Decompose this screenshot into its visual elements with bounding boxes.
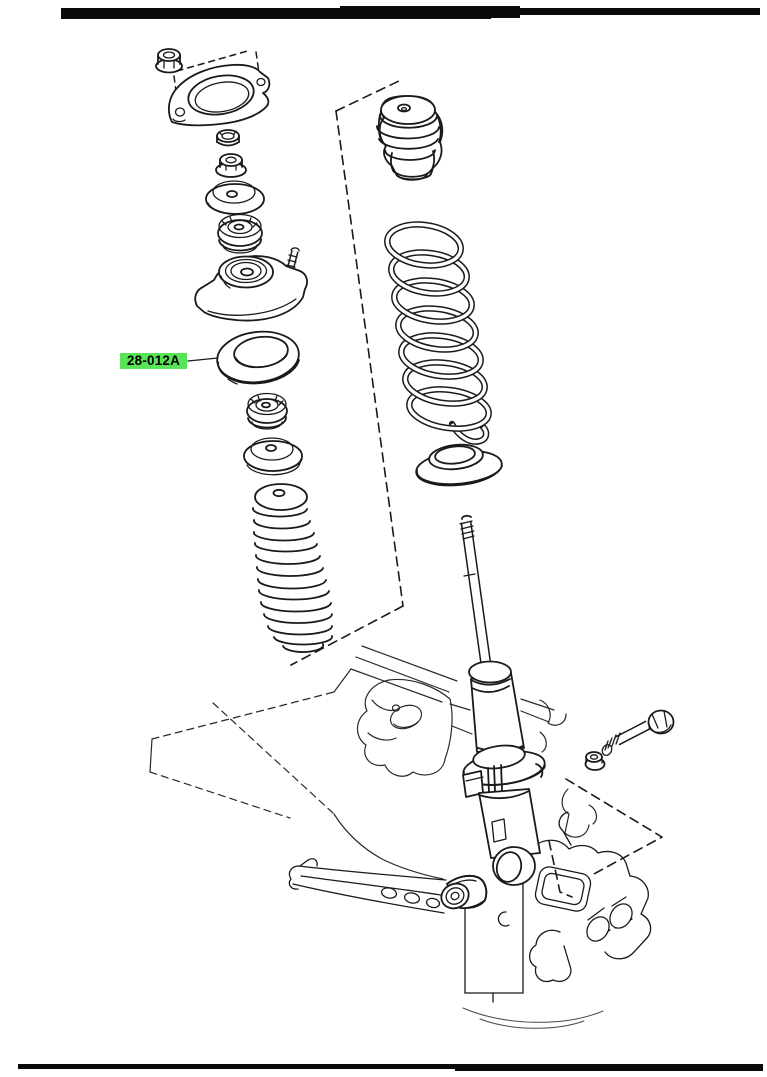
callout-leader-line <box>187 357 219 362</box>
flange-nut <box>215 153 247 178</box>
bottom-rule <box>18 1064 763 1071</box>
strut-mount <box>194 247 308 322</box>
top-rule <box>61 6 760 19</box>
washer-cap-upper <box>205 180 265 215</box>
coil-spring <box>384 221 492 445</box>
bolt-dashed-leader <box>565 778 663 876</box>
shock-absorber <box>459 514 546 886</box>
nut-upper-flange <box>155 48 183 74</box>
washer-cap-lower <box>243 437 303 476</box>
spring-seat-rubber-28-012A <box>216 330 300 385</box>
mount-bolt <box>601 709 675 756</box>
lower-control-arm <box>288 858 510 927</box>
subframe-sketch <box>149 645 604 1029</box>
part-leader-bracket <box>464 882 524 1003</box>
rear-knuckle <box>528 811 652 983</box>
upper-mount-plate <box>167 63 271 127</box>
spring-lower-seat <box>415 443 503 487</box>
mount-rubber-lower <box>246 392 288 430</box>
dust-boot <box>252 483 333 653</box>
mount-nut <box>584 751 606 771</box>
lock-nut <box>216 129 240 147</box>
arm-bushing <box>440 874 488 910</box>
part-number-callout[interactable]: 28-012A <box>120 353 187 369</box>
spring-group-dashed-frame <box>290 79 404 666</box>
bump-stopper <box>376 95 444 181</box>
eye-dashed-leader <box>548 840 573 898</box>
mount-rubber-upper <box>217 213 263 254</box>
